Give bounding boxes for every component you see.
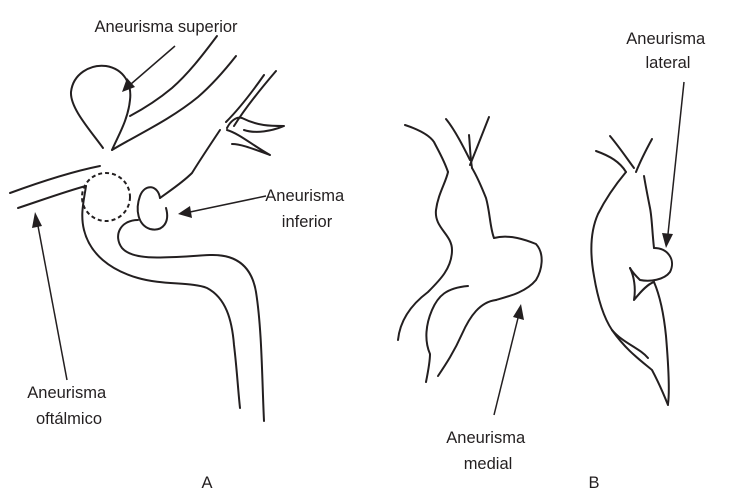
arrow-medial-head	[513, 304, 524, 320]
medial-aneurysm-sac	[494, 237, 542, 300]
lateral-vessel-lower-left	[612, 330, 668, 405]
arrow-lateral-head	[662, 233, 673, 248]
lateral-aneurysm-sac	[630, 248, 672, 281]
medial-vessel-left-wall	[398, 172, 452, 340]
panel-label-b: B	[588, 474, 599, 492]
label-aneurisma-oftalmico: Aneurisma oftálmico	[27, 384, 110, 428]
artery-inner-curve	[118, 220, 264, 421]
label-oftalmico-line2: oftálmico	[36, 410, 102, 428]
medial-vessel-right-wall	[472, 168, 494, 238]
arrow-inferior-head	[178, 206, 192, 218]
ophthalmic-artery-bottom	[18, 186, 86, 208]
medial-vessel-lower-right	[438, 300, 496, 376]
label-oftalmico-line1: Aneurisma	[27, 384, 107, 402]
label-aneurisma-medial: Aneurisma medial	[446, 429, 529, 473]
label-aneurisma-inferior: Aneurisma inferior	[265, 187, 348, 231]
arrow-medial-line	[494, 318, 518, 415]
arrow-superior-head	[122, 78, 135, 92]
label-lateral-line1: Aneurisma	[626, 30, 706, 48]
lateral-vessel-fork-b	[636, 139, 652, 172]
branch-vessel-2	[226, 75, 264, 122]
arrow-lateral-line	[668, 82, 684, 234]
arrow-oftalmico-head	[32, 212, 42, 228]
panel-b-lateral-vessel	[591, 136, 672, 405]
panel-label-a: A	[201, 474, 212, 492]
medial-vessel-top-left	[405, 125, 448, 172]
artery-outer-curve	[82, 186, 240, 408]
arrow-oftalmico-line	[38, 226, 67, 380]
panel-a	[10, 36, 284, 421]
label-superior-line1: Aneurisma superior	[94, 18, 238, 36]
inferior-aneurysm-sac	[138, 187, 167, 229]
label-inferior-line1: Aneurisma	[265, 187, 345, 205]
lateral-vessel-lower-right	[654, 282, 669, 404]
medial-vessel-fork-b	[470, 117, 489, 165]
superior-aneurysm-sac	[71, 66, 130, 150]
label-inferior-line2: inferior	[282, 213, 333, 231]
branch-vessel-5	[160, 130, 220, 198]
lateral-vessel-right-wall	[644, 176, 654, 248]
label-medial-line2: medial	[464, 455, 513, 473]
medial-vessel-fork-a	[446, 119, 470, 160]
lateral-vessel-left-wall	[591, 172, 648, 358]
neck-dashed-circle	[82, 173, 130, 221]
label-lateral-line2: lateral	[646, 54, 691, 72]
arrow-inferior-line	[190, 196, 266, 212]
label-medial-line1: Aneurisma	[446, 429, 526, 447]
label-aneurisma-lateral: Aneurisma lateral	[626, 30, 709, 72]
lateral-vessel-fork-a	[610, 136, 634, 168]
label-aneurisma-superior: Aneurisma superior	[94, 18, 238, 36]
branch-vessel-4	[227, 130, 270, 155]
arrow-superior-line	[131, 46, 175, 84]
lateral-vessel-top-left	[596, 151, 626, 172]
panel-b-medial-vessel	[398, 117, 542, 382]
